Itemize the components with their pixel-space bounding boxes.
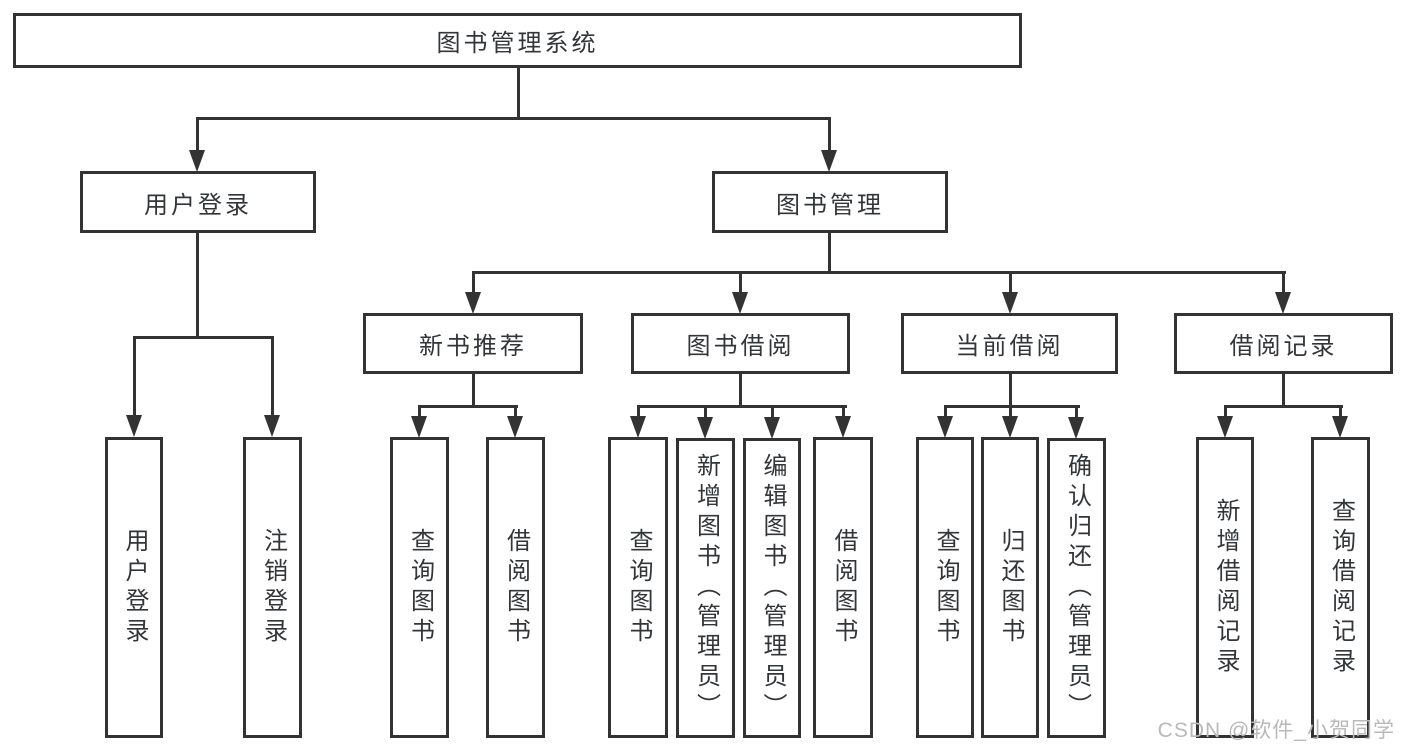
node-book-borrowing-label: 图书借阅 bbox=[686, 333, 795, 360]
arrowhead-icon bbox=[264, 415, 280, 437]
leaf-confirm-return-admin: 确认归还（管理员） bbox=[1047, 438, 1106, 738]
node-root: 图书管理系统 bbox=[13, 13, 1022, 68]
arrowhead-icon bbox=[630, 416, 646, 438]
arrow-to-leaf-borrow-books-recommend bbox=[506, 406, 524, 438]
node-user-login-label: 用户登录 bbox=[144, 191, 252, 219]
arrow-to-leaf-add-books-admin bbox=[696, 406, 714, 439]
arrow-to-leaf-query-books-current bbox=[936, 406, 954, 438]
arrowhead-icon bbox=[732, 292, 748, 314]
leaf-query-books-current: 查询图书 bbox=[916, 437, 974, 738]
arrow-to-leaf-logout bbox=[263, 337, 281, 437]
csdn-watermark: CSDN @软件_小贺同学 bbox=[1157, 719, 1395, 742]
arrow-to-leaf-query-borrow-record bbox=[1331, 406, 1349, 438]
arrow-to-leaf-confirm-return-admin bbox=[1067, 406, 1085, 439]
leaf-edit-books-admin-label: 编辑图书（管理员） bbox=[759, 453, 786, 723]
arrow-to-current-borrowing bbox=[1001, 272, 1019, 314]
connector-root-stem bbox=[516, 68, 520, 120]
node-book-borrowing: 图书借阅 bbox=[631, 313, 850, 374]
arrowhead-icon bbox=[465, 292, 481, 314]
leaf-query-books-recommend: 查询图书 bbox=[390, 437, 449, 738]
arrowhead-icon bbox=[764, 417, 780, 439]
arrow-to-leaf-user-login bbox=[125, 337, 143, 437]
arrowhead-icon bbox=[821, 150, 837, 172]
node-user-login: 用户登录 bbox=[80, 171, 316, 233]
connector-root-bar bbox=[195, 116, 831, 120]
arrowhead-icon bbox=[507, 416, 523, 438]
arrow-to-borrow-records bbox=[1274, 272, 1292, 314]
arrow-to-book-management bbox=[820, 118, 838, 172]
leaf-edit-books-admin: 编辑图书（管理员） bbox=[743, 438, 801, 738]
arrow-to-leaf-query-books-recommend bbox=[410, 406, 428, 438]
node-book-management: 图书管理 bbox=[712, 171, 948, 233]
arrowhead-icon bbox=[937, 416, 953, 438]
arrow-to-leaf-add-borrow-record bbox=[1216, 406, 1234, 438]
node-borrow-records-label: 借阅记录 bbox=[1229, 333, 1338, 360]
arrowhead-icon bbox=[126, 415, 142, 437]
connector-book-management-bar bbox=[471, 270, 1286, 274]
leaf-add-books-admin: 新增图书（管理员） bbox=[676, 438, 735, 738]
arrowhead-icon bbox=[1002, 292, 1018, 314]
arrow-to-book-borrowing bbox=[731, 272, 749, 314]
arrow-to-leaf-return-books bbox=[1001, 406, 1019, 438]
leaf-query-books-current-label: 查询图书 bbox=[932, 527, 959, 648]
node-current-borrowing-label: 当前借阅 bbox=[955, 333, 1064, 360]
connector-user-login-stem bbox=[195, 233, 199, 339]
connector-borrow-records-bar bbox=[1223, 404, 1343, 408]
leaf-user-login-label: 用户登录 bbox=[121, 527, 148, 648]
connector-borrow-records-stem bbox=[1281, 374, 1285, 408]
arrow-to-leaf-query-books-borrowing bbox=[629, 406, 647, 438]
node-new-book-recommend-label: 新书推荐 bbox=[419, 333, 527, 360]
arrowhead-icon bbox=[697, 417, 713, 439]
arrowhead-icon bbox=[189, 150, 205, 172]
leaf-confirm-return-admin-label: 确认归还（管理员） bbox=[1063, 453, 1091, 723]
arrow-to-new-book-recommend bbox=[464, 272, 482, 314]
connector-current-borrowing-stem bbox=[1008, 374, 1012, 408]
leaf-borrow-books-recommend-label: 借阅图书 bbox=[502, 527, 530, 648]
arrow-to-leaf-edit-books-admin bbox=[763, 406, 781, 439]
leaf-add-borrow-record-label: 新增借阅记录 bbox=[1212, 497, 1239, 678]
leaf-borrow-books-borrowing-label: 借阅图书 bbox=[830, 527, 857, 648]
arrowhead-icon bbox=[1332, 416, 1348, 438]
arrowhead-icon bbox=[1002, 416, 1018, 438]
connector-book-borrowing-stem bbox=[738, 374, 742, 408]
node-root-label: 图书管理系统 bbox=[436, 30, 599, 57]
leaf-user-login: 用户登录 bbox=[105, 437, 163, 738]
arrowhead-icon bbox=[1275, 292, 1291, 314]
connector-book-management-stem bbox=[827, 233, 831, 274]
connector-new-book-recommend-stem bbox=[471, 374, 475, 408]
leaf-add-borrow-record: 新增借阅记录 bbox=[1196, 437, 1254, 738]
connector-new-book-recommend-bar bbox=[418, 404, 518, 408]
connector-user-login-bar bbox=[132, 335, 274, 339]
leaf-query-books-borrowing: 查询图书 bbox=[608, 437, 668, 738]
node-new-book-recommend: 新书推荐 bbox=[363, 313, 583, 374]
leaf-query-books-borrowing-label: 查询图书 bbox=[625, 527, 652, 648]
connector-current-borrowing-bar bbox=[943, 404, 1080, 408]
arrowhead-icon bbox=[411, 416, 427, 438]
leaf-return-books: 归还图书 bbox=[981, 437, 1039, 738]
leaf-return-books-label: 归还图书 bbox=[997, 527, 1024, 648]
node-book-management-label: 图书管理 bbox=[776, 191, 884, 219]
leaf-query-borrow-record-label: 查询借阅记录 bbox=[1327, 497, 1355, 678]
arrowhead-icon bbox=[835, 416, 851, 438]
arrow-to-user-login bbox=[188, 118, 206, 172]
leaf-borrow-books-recommend: 借阅图书 bbox=[486, 437, 545, 738]
connector-book-borrowing-bar bbox=[636, 404, 847, 408]
leaf-query-books-recommend-label: 查询图书 bbox=[406, 527, 434, 648]
leaf-logout-label: 注销登录 bbox=[259, 527, 287, 648]
arrowhead-icon bbox=[1217, 416, 1233, 438]
leaf-logout: 注销登录 bbox=[243, 437, 302, 738]
leaf-borrow-books-borrowing: 借阅图书 bbox=[813, 437, 873, 738]
arrow-to-leaf-borrow-books-borrowing bbox=[834, 406, 852, 438]
node-borrow-records: 借阅记录 bbox=[1174, 313, 1393, 374]
leaf-add-books-admin-label: 新增图书（管理员） bbox=[692, 453, 720, 723]
node-current-borrowing: 当前借阅 bbox=[901, 313, 1118, 374]
leaf-query-borrow-record: 查询借阅记录 bbox=[1311, 437, 1370, 738]
arrowhead-icon bbox=[1068, 417, 1084, 439]
